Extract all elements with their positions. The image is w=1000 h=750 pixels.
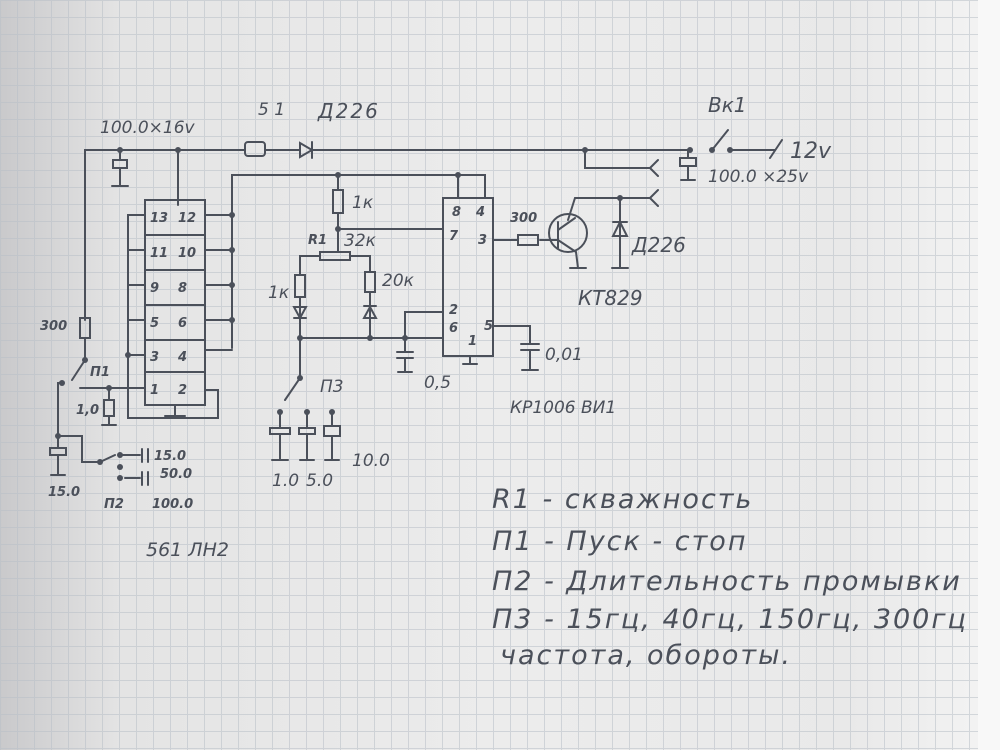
legend-r1: R1 - скважность: [492, 484, 753, 515]
diode-out: [611, 197, 629, 269]
p2-cap-label: 15.0: [154, 449, 186, 464]
timer-ic: [442, 197, 494, 357]
top-rail: [84, 149, 691, 321]
switch-vk1: [711, 129, 783, 159]
legend-p1: П1 - Пуск - стоп: [492, 526, 747, 557]
logic-pin-label: 8: [178, 281, 187, 296]
logic-pin-label: 12: [178, 211, 196, 226]
diode-top-label: Д226: [317, 99, 380, 123]
p2-cap-label: 50.0: [160, 467, 192, 482]
pin-7: 7: [449, 229, 459, 244]
transistor: [548, 213, 588, 253]
logic-pin-label: 2: [178, 383, 187, 398]
diode-out-label: Д226: [631, 233, 686, 257]
logic-pin-label: 4: [177, 350, 187, 365]
logic-pin-label: 6: [178, 316, 187, 331]
cap-05-label: 0,5: [424, 373, 451, 393]
logic-pin-label: 10: [178, 246, 196, 261]
res-300-left-label: 300: [40, 319, 67, 334]
pin-1: 1: [468, 334, 477, 349]
potentiometer-r1: [319, 251, 351, 261]
fuse: [244, 141, 266, 157]
logic-pin-label: 11: [150, 246, 168, 261]
switch-p2-label: П2: [104, 497, 124, 512]
pin-3: 3: [478, 233, 487, 248]
cap-10-label: 1,0: [76, 403, 99, 418]
cap-supply: [679, 149, 697, 181]
pin-4: 4: [475, 205, 485, 220]
pot-ref: R1: [308, 233, 327, 248]
switch-p2: [57, 435, 141, 479]
switch-p3: [284, 337, 301, 401]
cap-main-label: 100.0×16v: [100, 118, 196, 138]
logic-pin-label: 1: [150, 383, 159, 398]
pin-5: 5: [484, 319, 493, 334]
res-1k-left-label: 1к: [268, 283, 290, 303]
switch-p1-label: П1: [90, 365, 110, 380]
logic-pin-label: 13: [150, 211, 168, 226]
res-1k-top-label: 1к: [352, 193, 374, 213]
p3-cap-label: 5.0: [306, 471, 333, 491]
res-300-out-label: 300: [510, 211, 537, 226]
cap-supply-label: 100.0 ×25v: [708, 167, 809, 187]
switch-vk1-label: Вк1: [708, 93, 747, 117]
pot-value: 32к: [344, 231, 377, 251]
p3-cap-label: 1.0: [272, 471, 299, 491]
legend-p3-note: частота, обороты.: [500, 640, 792, 671]
pin-2: 2: [449, 303, 458, 318]
logic-pin-label: 9: [150, 281, 159, 296]
logic-ic: [125, 199, 235, 419]
pin-6: 6: [449, 321, 458, 336]
p2-cap-label: 100.0: [152, 497, 193, 512]
logic-pin-label: 3: [150, 350, 159, 365]
diode-top: [299, 141, 314, 159]
p3-cap-label: 10.0: [352, 451, 390, 471]
supply-label: 12v: [790, 139, 832, 164]
res-300-out: [517, 234, 539, 246]
logic-pin-label: 5: [150, 316, 159, 331]
timer-ic-label: КР1006 ВИ1: [510, 398, 616, 418]
cap-001-label: 0,01: [545, 345, 583, 365]
res-20k-label: 20к: [382, 271, 415, 291]
paper-edge: [978, 0, 1000, 750]
logic-ic-label: 561 ЛН2: [146, 539, 229, 561]
transistor-label: КТ829: [578, 286, 643, 310]
p3-caps: [269, 409, 341, 461]
cap-15-label: 15.0: [48, 485, 80, 500]
fuse-label: 5 1: [258, 100, 285, 120]
cap-001: [492, 325, 540, 371]
legend-p3: П3 - 15гц, 40гц, 150гц, 300гц: [492, 604, 968, 635]
switch-p3-label: П3: [320, 377, 344, 397]
pin-8: 8: [452, 205, 461, 220]
legend-p2: П2 - Длительность промывки: [492, 566, 962, 597]
